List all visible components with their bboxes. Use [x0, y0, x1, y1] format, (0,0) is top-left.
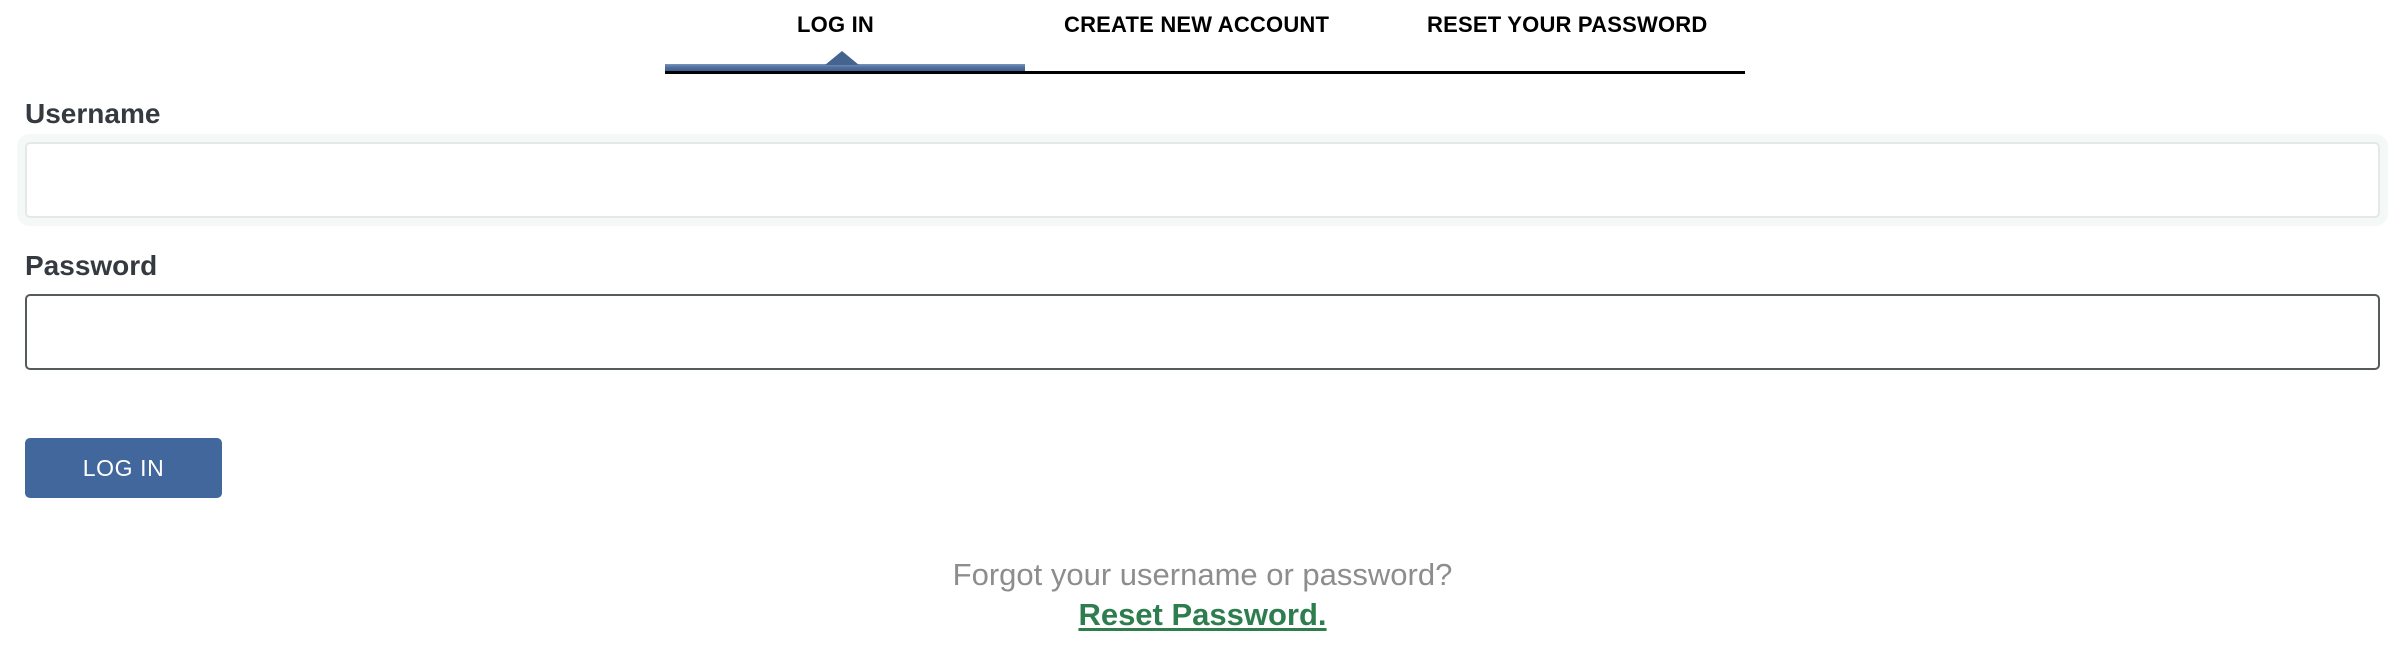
- tab-create-new-account[interactable]: CREATE NEW ACCOUNT: [1064, 12, 1330, 37]
- forgot-credentials-text: Forgot your username or password?: [952, 557, 1453, 592]
- tab-reset-your-password[interactable]: RESET YOUR PASSWORD: [1427, 12, 1708, 37]
- tab-list: LOG IN CREATE NEW ACCOUNT RESET YOUR PAS…: [665, 0, 1745, 78]
- username-label: Username: [25, 98, 161, 129]
- submit-spacer: [25, 370, 2380, 438]
- password-label: Password: [25, 250, 158, 281]
- login-footer: Forgot your username or password? Reset …: [0, 558, 2405, 633]
- username-input[interactable]: [25, 142, 2380, 218]
- field-spacer: [25, 218, 2380, 252]
- auth-tab-bar: LOG IN CREATE NEW ACCOUNT RESET YOUR PAS…: [0, 0, 2405, 78]
- log-in-button[interactable]: LOG IN: [25, 438, 222, 498]
- active-tab-caret-icon: [825, 51, 859, 65]
- password-input[interactable]: [25, 294, 2380, 370]
- tab-baseline-divider: [665, 71, 1745, 74]
- reset-password-link[interactable]: Reset Password.: [1078, 597, 1327, 633]
- active-tab-underline: [665, 64, 1025, 71]
- tab-log-in[interactable]: LOG IN: [797, 12, 874, 37]
- login-form: Username Password LOG IN: [25, 100, 2380, 498]
